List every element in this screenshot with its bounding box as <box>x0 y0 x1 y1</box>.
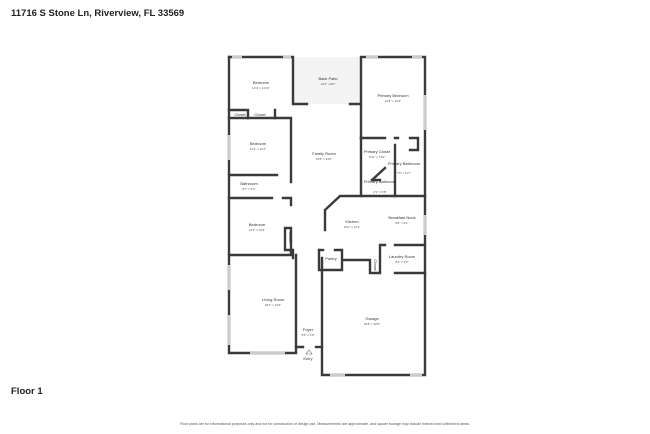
room-dims: 12'4" x 10'1" <box>250 147 266 151</box>
room-dims: 8'1" x 5'3" <box>242 187 255 191</box>
room-name: Bedroom <box>250 141 267 146</box>
room-dims: 12'4" x 10'9" <box>249 228 265 232</box>
patio-floor <box>293 57 361 104</box>
room-dims: 6'1" x 5'8" <box>373 190 386 194</box>
room-name: Closet <box>373 259 378 271</box>
room-dims: 19'8" x 22'9" <box>364 322 380 326</box>
room-name: Breakfast Nook <box>388 215 415 220</box>
room-name: Primary Closet <box>364 149 391 154</box>
room-name: Living Room <box>262 297 285 302</box>
entry-label: Entry <box>303 356 312 361</box>
room-name: Foyer <box>303 327 314 332</box>
entry-arrow-icon <box>305 349 313 355</box>
room-name: Back Patio <box>318 76 338 81</box>
room-labels: Bedroom 12'4" x 11'10" Back Patio 12'6" … <box>234 76 420 361</box>
room-dims: 12'8" x 15'2" <box>385 99 401 103</box>
room-dims: 12'6" x 8'0" <box>321 82 336 86</box>
room-dims: 8'6" x 9'1" <box>395 221 408 225</box>
room-dims: 18'1" x 19'3" <box>265 303 281 307</box>
room-name: Pantry <box>325 256 337 261</box>
room-name: Closet <box>254 112 266 117</box>
disclaimer: Floor plans are for informational purpos… <box>180 422 470 426</box>
room-name: Garage <box>365 316 379 321</box>
room-dims: 7'5" x 11'7" <box>397 171 412 175</box>
property-address: 11716 S Stone Ln, Riverview, FL 33569 <box>11 8 185 19</box>
room-name: Laundry Room <box>389 254 416 259</box>
room-name: Kitchen <box>345 219 358 224</box>
room-name: Primary Bathroom <box>388 161 421 166</box>
room-dims: 8'2" x 5'2" <box>395 260 408 264</box>
room-name: Closet <box>234 112 246 117</box>
room-dims: 10'6" x 12'1" <box>344 225 360 229</box>
room-name: Primary Bedroom <box>377 93 409 98</box>
room-dims: 5'5" x 5'3" <box>301 333 314 337</box>
room-name: Bathroom <box>240 181 258 186</box>
room-dims: 5'11" x 7'10" <box>369 155 385 159</box>
room-name: Bedroom <box>249 222 266 227</box>
room-name: Bedroom <box>253 80 270 85</box>
walls <box>227 55 427 377</box>
room-dims: 13'8" x 23'5" <box>316 157 332 161</box>
room-name: Family Room <box>312 151 336 156</box>
room-dims: 12'4" x 11'10" <box>252 86 270 90</box>
entry-marker <box>305 349 313 355</box>
floor-label: Floor 1 <box>11 386 43 397</box>
room-name: Primary Bathroom <box>364 179 397 184</box>
room-name: Closet <box>288 231 293 243</box>
